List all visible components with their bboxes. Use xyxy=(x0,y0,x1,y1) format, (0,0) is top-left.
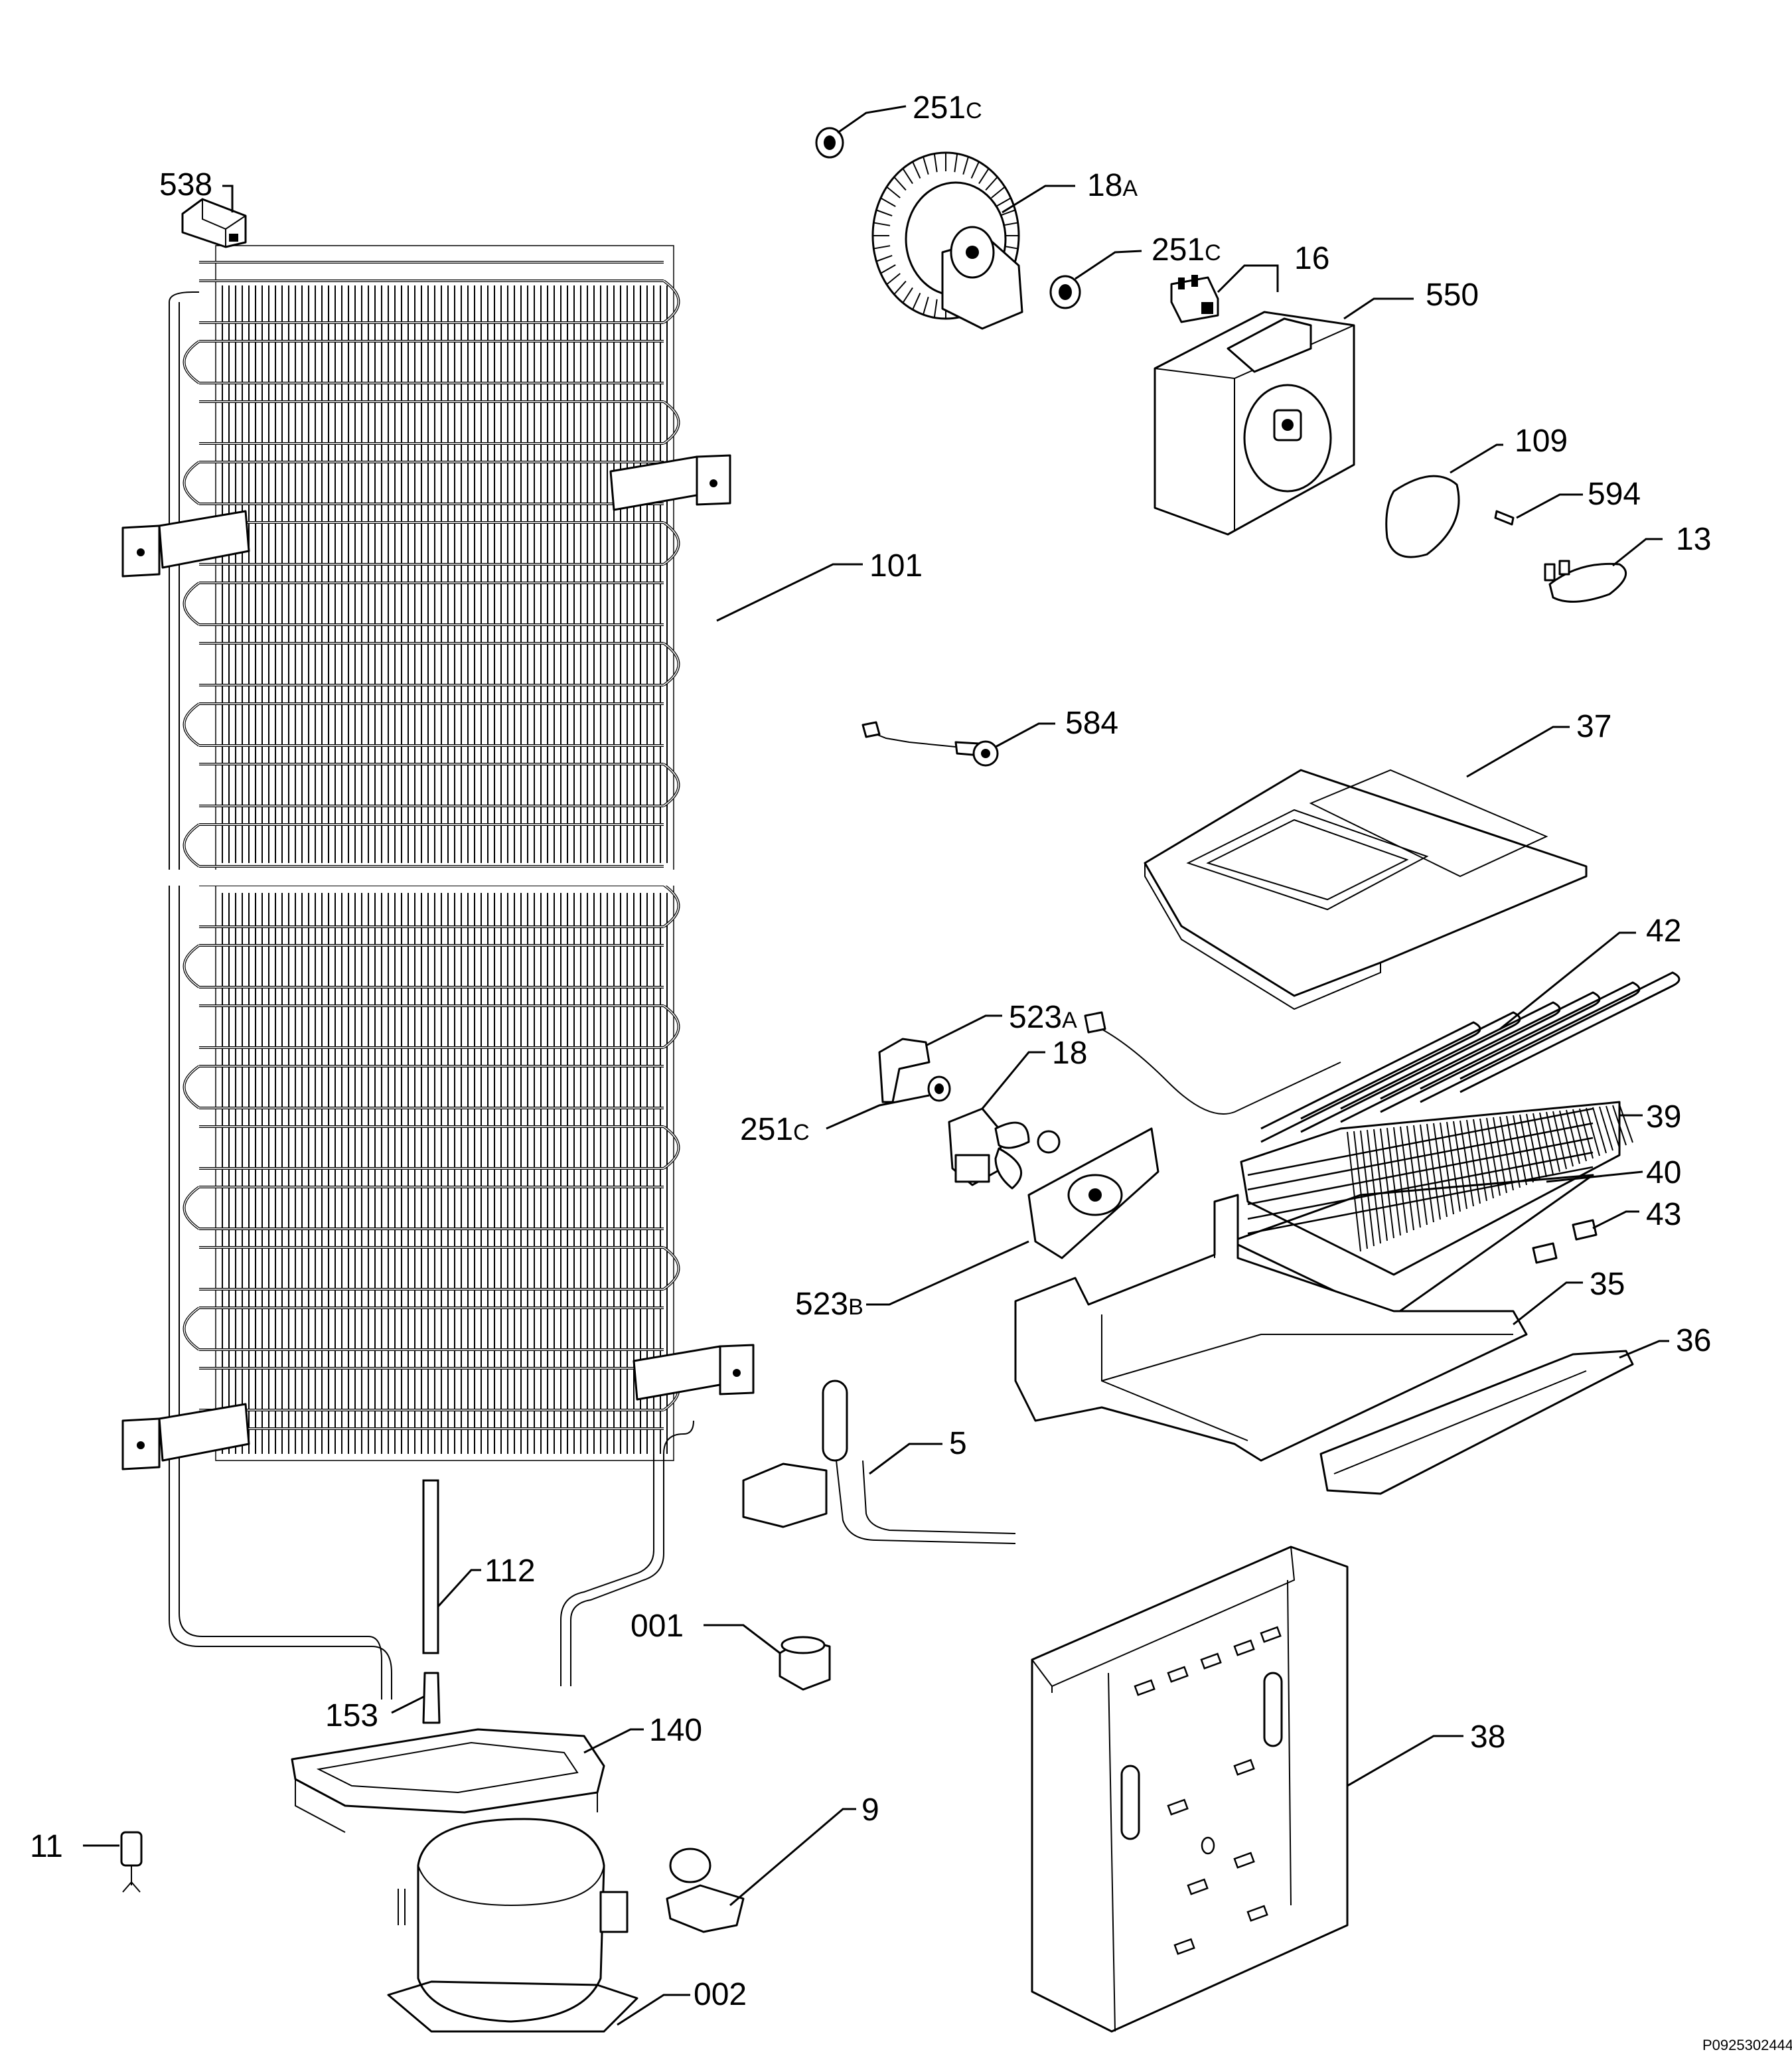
footer-code: P09253024448 xyxy=(1702,2037,1792,2053)
label-37: 37 xyxy=(1576,709,1611,744)
label-523a: 523A xyxy=(1009,1000,1077,1035)
label-11: 11 xyxy=(30,1829,63,1864)
part-594-bulb xyxy=(1494,510,1515,526)
callout-538: 538 xyxy=(159,167,234,212)
part-109-lamp-cover xyxy=(1385,475,1460,558)
label-13: 13 xyxy=(1676,522,1711,557)
callout-153: 153 xyxy=(325,1695,425,1733)
callout-112: 112 xyxy=(437,1553,536,1608)
callout-5: 5 xyxy=(869,1426,967,1475)
callout-11: 11 xyxy=(30,1829,119,1864)
callout-101: 101 xyxy=(716,548,923,622)
mount-bracket xyxy=(121,510,250,578)
callout-523a: 523A xyxy=(925,1000,1077,1047)
callout-251c: 251C xyxy=(740,1094,930,1147)
callout-9: 9 xyxy=(729,1792,879,1907)
part-153-filler xyxy=(422,1672,441,1724)
part-140-base xyxy=(291,1728,605,1833)
label-538: 538 xyxy=(159,167,212,202)
label-18a: 18A xyxy=(1087,168,1138,203)
label-109: 109 xyxy=(1515,424,1568,459)
part-112-tube xyxy=(422,1479,439,1654)
label-140: 140 xyxy=(649,1713,702,1748)
part-18a-fan-motor xyxy=(871,151,1023,330)
label-251c: 251C xyxy=(913,90,982,125)
label-101: 101 xyxy=(869,548,923,584)
callout-251c: 251C xyxy=(1075,232,1221,280)
label-001: 001 xyxy=(631,1609,684,1644)
part-16-switch xyxy=(1170,275,1219,323)
part-36-rail xyxy=(1319,1350,1634,1495)
part-35-tray xyxy=(1014,1194,1528,1462)
part-550-fan-housing xyxy=(1154,311,1355,536)
callout-109: 109 xyxy=(1450,424,1568,474)
label-18: 18 xyxy=(1052,1036,1087,1071)
callout-35: 35 xyxy=(1513,1267,1625,1326)
label-584: 584 xyxy=(1065,706,1118,741)
callout-584: 584 xyxy=(995,706,1118,748)
label-35: 35 xyxy=(1590,1267,1625,1302)
callout-18a: 18A xyxy=(1002,168,1138,214)
label-9: 9 xyxy=(861,1792,879,1828)
callout-550: 550 xyxy=(1343,277,1479,320)
part-002-compressor xyxy=(387,1818,638,2033)
part-38-back-panel xyxy=(1031,1545,1349,2033)
label-594: 594 xyxy=(1588,477,1641,512)
part-001-relay xyxy=(779,1636,831,1691)
callout-523b: 523B xyxy=(795,1240,1029,1322)
part-251c-grommet xyxy=(815,127,844,159)
callout-36: 36 xyxy=(1619,1323,1711,1359)
part-584-sensor xyxy=(861,721,999,767)
part-43-clips xyxy=(1532,1219,1598,1264)
callout-13: 13 xyxy=(1612,522,1711,567)
callout-251c: 251C xyxy=(837,90,982,134)
callout-37: 37 xyxy=(1466,709,1611,778)
label-36: 36 xyxy=(1676,1323,1711,1358)
label-523b: 523B xyxy=(795,1287,863,1322)
label-112: 112 xyxy=(485,1553,536,1589)
callout-40: 40 xyxy=(1546,1155,1681,1190)
callout-39: 39 xyxy=(1619,1099,1681,1135)
callout-001: 001 xyxy=(631,1609,781,1654)
condenser-101 xyxy=(121,245,755,1700)
mount-bracket xyxy=(633,1344,755,1401)
label-153: 153 xyxy=(325,1698,378,1733)
part-251c-grommet xyxy=(1049,275,1081,309)
part-13-lamp-holder xyxy=(1544,560,1627,603)
callout-42: 42 xyxy=(1499,913,1681,1030)
part-251c-grommet xyxy=(927,1075,951,1102)
part-5-valve xyxy=(742,1380,1016,1544)
callout-43: 43 xyxy=(1592,1197,1681,1232)
part-11-fitting xyxy=(120,1831,143,1893)
part-538-clip xyxy=(181,198,247,248)
label-42: 42 xyxy=(1646,913,1681,949)
label-40: 40 xyxy=(1646,1155,1681,1190)
callout-38: 38 xyxy=(1347,1719,1505,1787)
label-43: 43 xyxy=(1646,1197,1681,1232)
callout-16: 16 xyxy=(1217,241,1329,293)
callout-18: 18 xyxy=(981,1036,1087,1109)
label-5: 5 xyxy=(949,1426,967,1461)
mount-bracket xyxy=(121,1403,250,1470)
callout-594: 594 xyxy=(1516,477,1641,519)
label-251c: 251C xyxy=(740,1112,810,1147)
callout-002: 002 xyxy=(617,1977,747,2026)
label-38: 38 xyxy=(1470,1719,1505,1755)
label-550: 550 xyxy=(1426,277,1479,313)
callout-140: 140 xyxy=(583,1713,702,1754)
label-16: 16 xyxy=(1294,241,1329,276)
part-37-cover xyxy=(1144,769,1588,1010)
part-18-evap-fan xyxy=(948,1107,1061,1190)
label-251c: 251C xyxy=(1152,232,1221,268)
mount-bracket xyxy=(609,454,731,511)
part-42-heater xyxy=(1084,971,1680,1143)
label-002: 002 xyxy=(694,1977,747,2012)
part-9-overload-protector xyxy=(666,1848,745,1933)
part-523a-bracket xyxy=(878,1038,931,1103)
part-523b-fan-plate xyxy=(1027,1127,1159,1259)
label-39: 39 xyxy=(1646,1099,1681,1135)
